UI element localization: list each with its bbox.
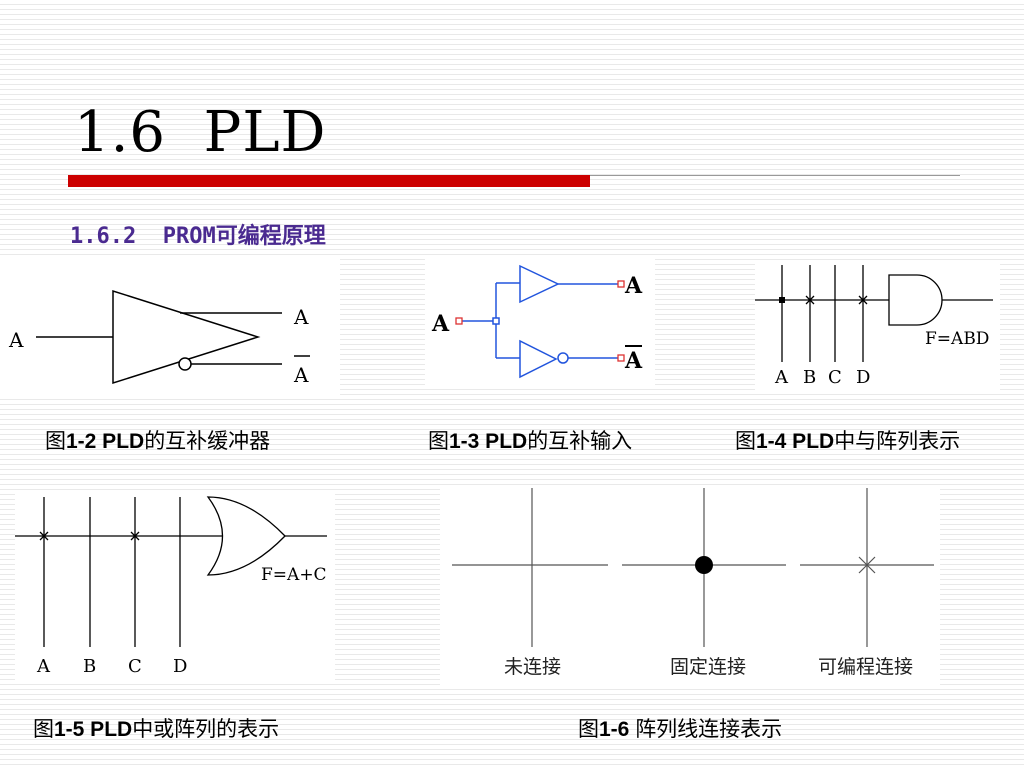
slide-title: 1.6 PLD bbox=[74, 100, 327, 165]
fig2-label-out-comp: A bbox=[293, 363, 309, 387]
fig5-label-a: A bbox=[36, 656, 51, 677]
fig6-fixed-dot bbox=[695, 556, 713, 574]
caption-1-5: 图1-5 PLD中或阵列的表示 bbox=[33, 717, 280, 741]
fig6-label-unconnected: 未连接 bbox=[504, 656, 561, 678]
fig4-label-b: B bbox=[803, 367, 816, 388]
fig5-label-b: B bbox=[83, 656, 96, 677]
fig3-buffer-bottom bbox=[519, 339, 558, 379]
fig4-and-gate bbox=[888, 274, 943, 326]
fig5-label-c: C bbox=[128, 656, 142, 677]
fig4-x-mark-b bbox=[805, 295, 815, 305]
fig5-x-mark-c bbox=[130, 531, 140, 541]
fig2-label-out-true: A bbox=[293, 305, 309, 329]
fig4-formula: F=ABD bbox=[925, 329, 989, 349]
fig4-label-a: A bbox=[774, 367, 789, 388]
figure-1-6: 未连接 固定连接 可编程连接 bbox=[440, 485, 940, 685]
fig6-label-fixed: 固定连接 bbox=[670, 656, 746, 678]
fig3-pin-in bbox=[455, 317, 463, 325]
fig3-label-out-true: A bbox=[624, 273, 643, 299]
fig5-formula: F=A+C bbox=[261, 565, 327, 585]
fig3-pin-out-top bbox=[617, 280, 625, 288]
figure-1-5: F=A+C A B C D bbox=[15, 492, 335, 680]
fig2-inversion-bubble bbox=[178, 357, 192, 371]
title-underline-gray bbox=[590, 175, 960, 176]
fig6-programmable-x bbox=[858, 556, 876, 574]
caption-1-2: 图1-2 PLD的互补缓冲器 bbox=[45, 429, 271, 453]
fig2-label-input: A bbox=[8, 328, 24, 352]
figure-1-2: A A A bbox=[0, 258, 340, 398]
figure-1-3: A A A bbox=[425, 258, 655, 388]
figure-1-4: F=ABD A B C D bbox=[755, 262, 1000, 390]
caption-1-6: 图1-6 阵列线连接表示 bbox=[578, 717, 783, 741]
fig3-inversion-bubble bbox=[557, 352, 569, 364]
fig5-x-mark-a bbox=[39, 531, 49, 541]
fig3-label-input: A bbox=[431, 311, 450, 337]
fig4-x-mark-d bbox=[858, 295, 868, 305]
fig4-dot-a bbox=[779, 297, 785, 303]
title-underline-red bbox=[68, 175, 590, 187]
fig4-label-c: C bbox=[828, 367, 842, 388]
fig6-label-programmable: 可编程连接 bbox=[818, 656, 913, 678]
fig5-label-d: D bbox=[173, 656, 187, 677]
fig4-label-d: D bbox=[856, 367, 870, 388]
caption-1-4: 图1-4 PLD中与阵列表示 bbox=[735, 429, 961, 453]
fig3-buffer-top bbox=[519, 264, 560, 304]
caption-1-3: 图1-3 PLD的互补输入 bbox=[428, 429, 633, 453]
section-subtitle: 1.6.2 PROM可编程原理 bbox=[70, 224, 326, 249]
fig3-pin-out-bottom bbox=[617, 354, 625, 362]
fig3-junction bbox=[492, 317, 500, 325]
fig3-label-out-comp: A bbox=[624, 348, 643, 374]
fig5-or-gate bbox=[206, 496, 286, 576]
